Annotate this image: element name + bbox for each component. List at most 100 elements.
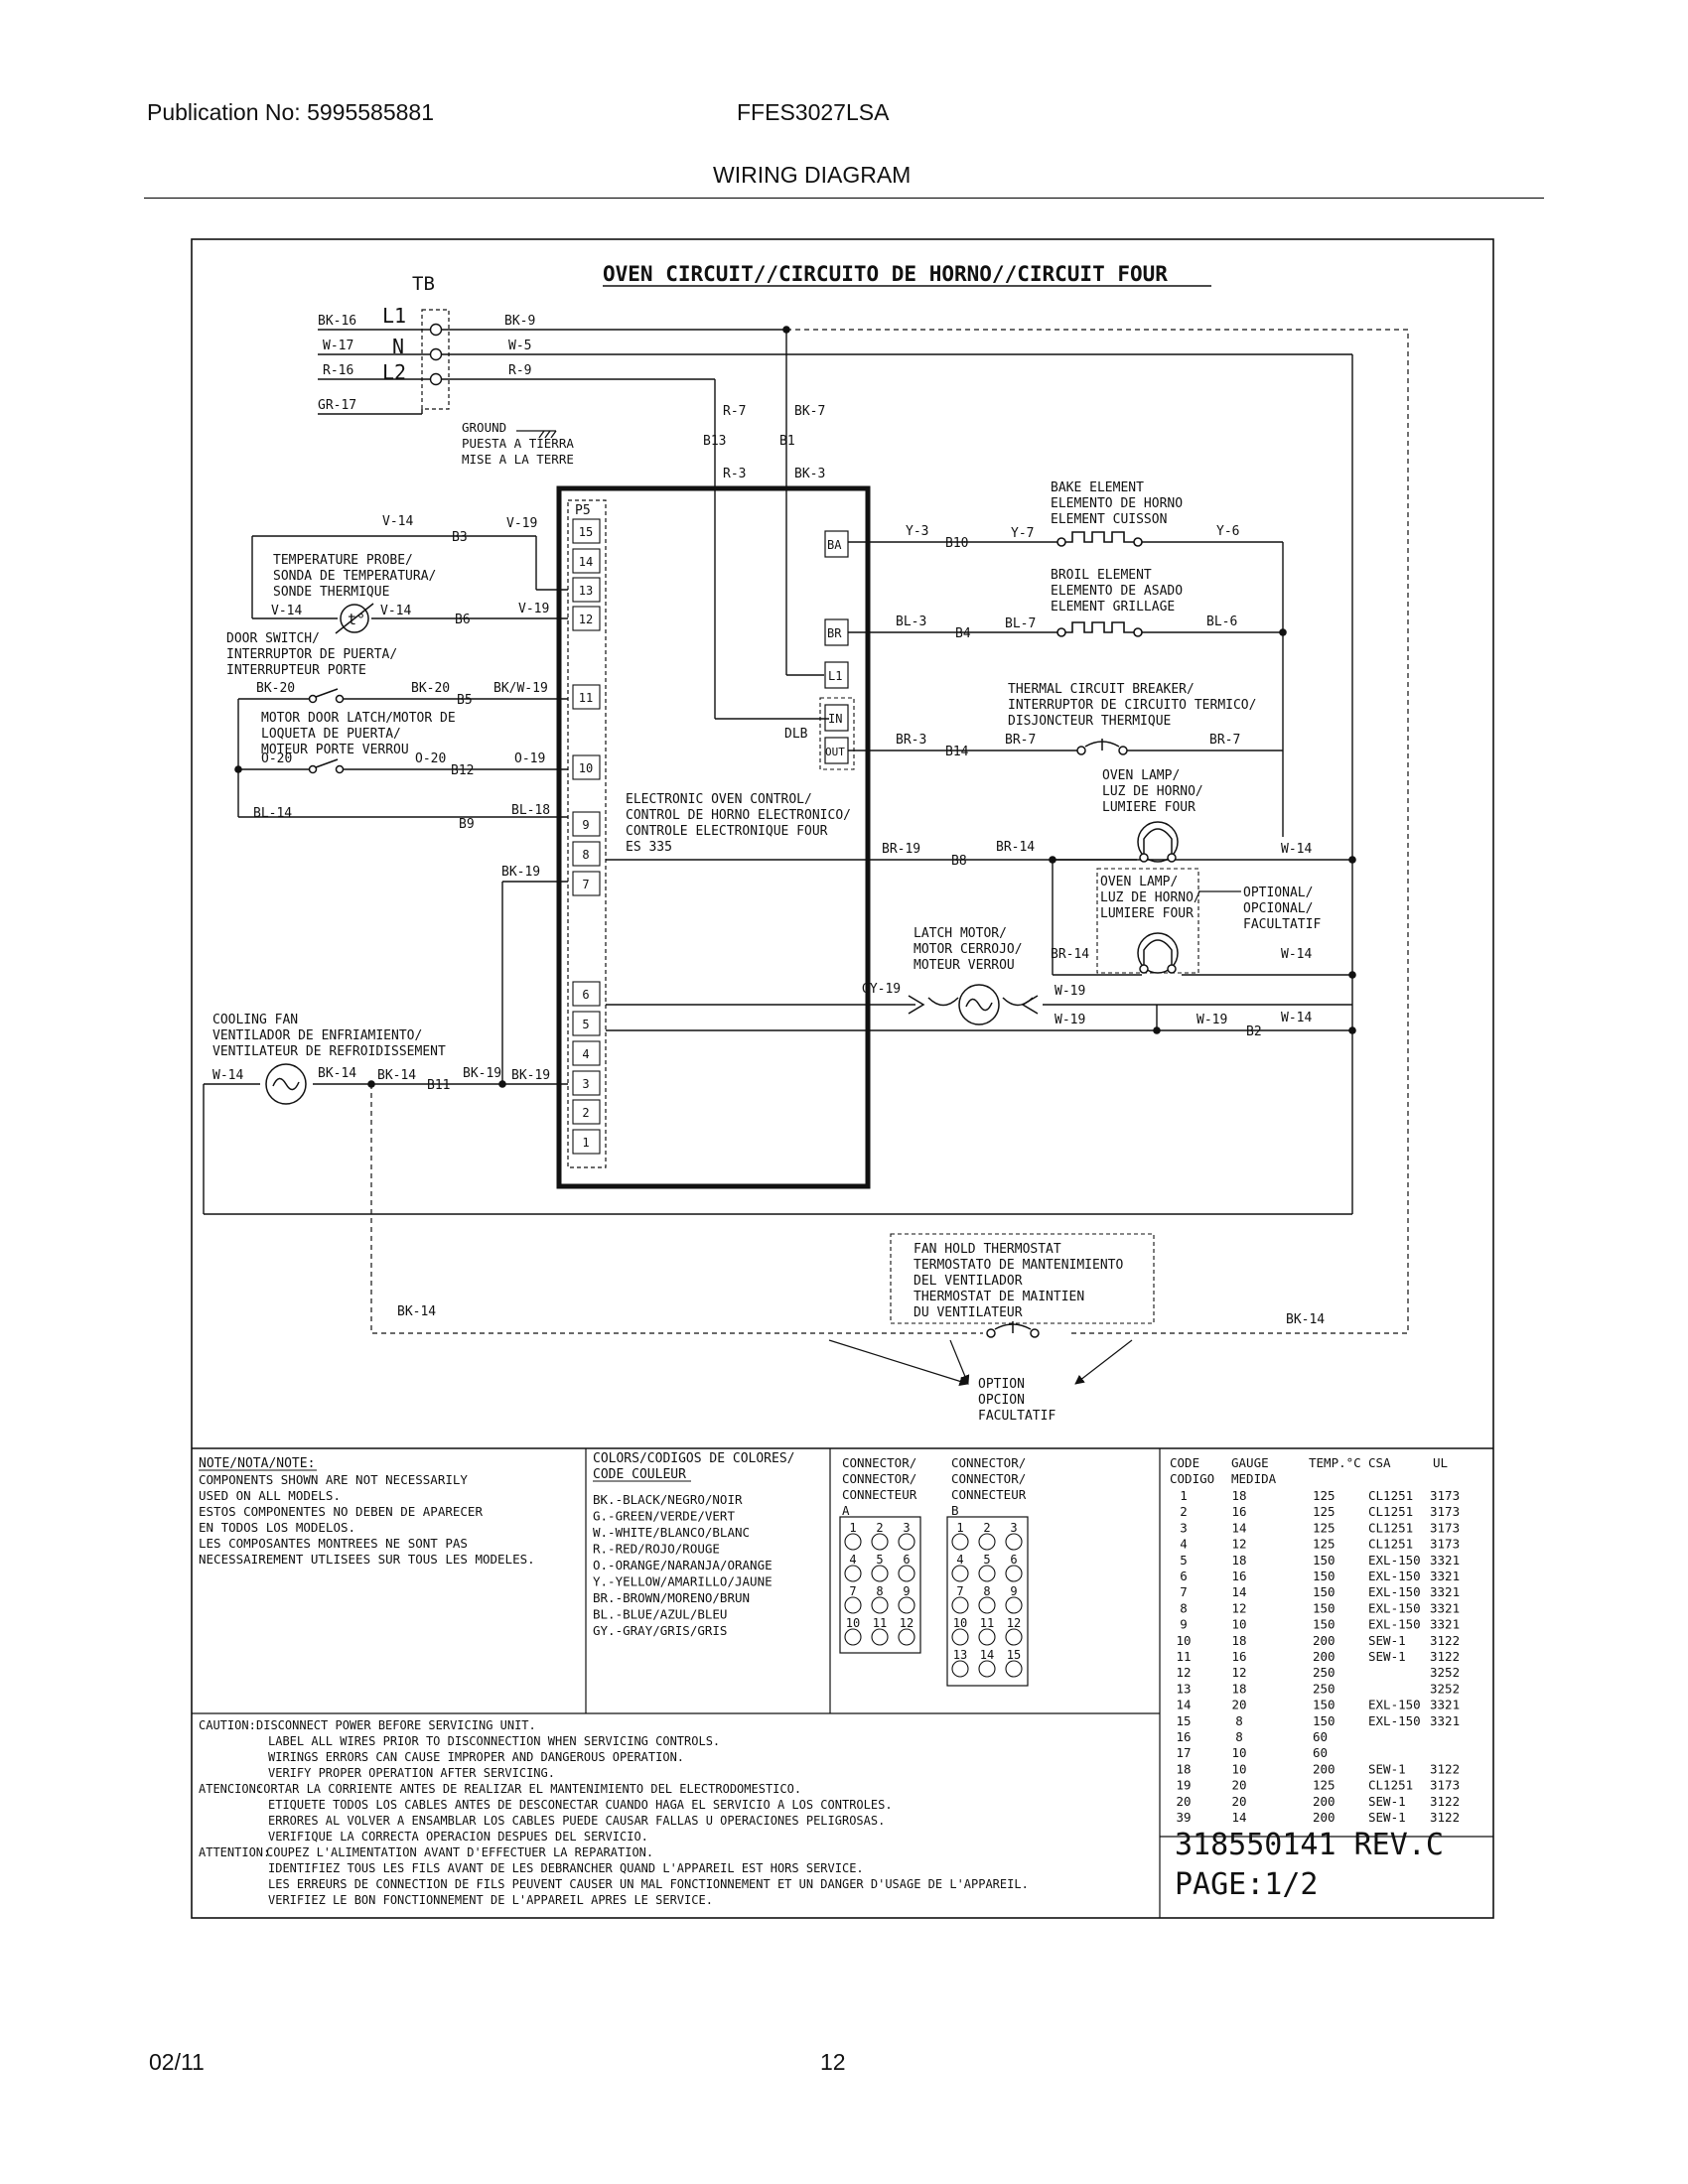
wire-b4: B4 bbox=[955, 626, 971, 641]
fan-hold-label-3: DEL VENTILADOR bbox=[914, 1274, 1023, 1289]
connector-b-label-2: CONNECTOR/ bbox=[951, 1471, 1026, 1486]
connector-b bbox=[946, 1516, 1029, 1687]
control-label-4: ES 335 bbox=[626, 840, 672, 855]
ground-label-fr: MISE A LA TERRE bbox=[462, 452, 574, 467]
p5-pin-box bbox=[572, 548, 601, 574]
gauge-cell: 16 bbox=[1231, 1649, 1246, 1664]
footer-page-number: 12 bbox=[820, 2049, 846, 2075]
wire-o20b: O-20 bbox=[415, 751, 446, 766]
p5-pin-box bbox=[572, 1099, 601, 1125]
gauge-cell: 250 bbox=[1313, 1681, 1336, 1696]
gauge-cell: 10 bbox=[1231, 1745, 1246, 1760]
connector-pin bbox=[951, 1565, 969, 1582]
gauge-cell: 3321 bbox=[1430, 1569, 1460, 1583]
wire-bl14: BL-14 bbox=[253, 806, 292, 821]
caution-tag: ATTENTION: bbox=[199, 1845, 270, 1859]
connector-pin bbox=[978, 1533, 996, 1551]
wire-bk14a: BK-14 bbox=[318, 1066, 356, 1081]
oven-lamp-label-3: LUMIERE FOUR bbox=[1102, 800, 1196, 815]
caution-tag: ATENCION: bbox=[199, 1782, 263, 1796]
note-line: ESTOS COMPONENTES NO DEBEN DE APARECER bbox=[199, 1504, 483, 1519]
connector-pin-number: 12 bbox=[900, 1616, 914, 1630]
note-line: LES COMPOSANTES MONTREES NE SONT PAS bbox=[199, 1536, 468, 1551]
oven-lamp-opt-label-1: OVEN LAMP/ bbox=[1100, 875, 1178, 889]
wire-b12: B12 bbox=[451, 763, 474, 778]
gauge-cell: 8 bbox=[1235, 1729, 1243, 1744]
wire-r3: R-3 bbox=[723, 467, 746, 481]
connector-pin bbox=[1005, 1660, 1023, 1678]
color-code: O.-ORANGE/NARANJA/ORANGE bbox=[593, 1558, 773, 1572]
footer-date: 02/11 bbox=[149, 2049, 205, 2075]
oven-lamp-label-1: OVEN LAMP/ bbox=[1102, 768, 1180, 783]
diagram-page: PAGE:1/2 bbox=[1175, 1867, 1319, 1902]
connector-pin-number: 4 bbox=[849, 1553, 856, 1567]
gauge-cell: EXL-150 bbox=[1368, 1617, 1421, 1632]
wire-bk7: BK-7 bbox=[794, 404, 825, 419]
junction-latch bbox=[1348, 1026, 1356, 1034]
relay-l1: L1 bbox=[828, 669, 842, 683]
caution-line: LABEL ALL WIRES PRIOR TO DISCONNECTION W… bbox=[268, 1734, 720, 1748]
gauge-cell: SEW-1 bbox=[1368, 1794, 1406, 1809]
connector-pin bbox=[1005, 1628, 1023, 1646]
connector-pin-number: 8 bbox=[983, 1584, 990, 1598]
gauge-cell: 18 bbox=[1231, 1681, 1246, 1696]
connector-pin-number: 12 bbox=[1007, 1616, 1021, 1630]
p5-pin-number: 7 bbox=[582, 878, 589, 891]
tb-terminal-n bbox=[429, 347, 443, 361]
wire-br3: BR-3 bbox=[896, 733, 926, 748]
wire-b11: B11 bbox=[427, 1078, 450, 1093]
connector-pin bbox=[898, 1596, 915, 1614]
wire-v19b: V-19 bbox=[518, 602, 549, 616]
p5-pin-number: 2 bbox=[582, 1106, 589, 1120]
part-number: 318550141 REV.C bbox=[1175, 1828, 1444, 1862]
connector-pin-number: 9 bbox=[1010, 1584, 1017, 1598]
gauge-cell: 3321 bbox=[1430, 1713, 1460, 1728]
connector-pin-number: 10 bbox=[953, 1616, 967, 1630]
connector-b-label-4: B bbox=[951, 1503, 959, 1518]
connector-pin bbox=[871, 1596, 889, 1614]
gauge-cell: EXL-150 bbox=[1368, 1553, 1421, 1568]
wire-dlb: DLB bbox=[784, 727, 808, 742]
connector-pin-number: 9 bbox=[903, 1584, 910, 1598]
wire-w14d: W-14 bbox=[212, 1068, 243, 1083]
gauge-cell: 3321 bbox=[1430, 1600, 1460, 1615]
connector-pin bbox=[978, 1660, 996, 1678]
bake-label-2: ELEMENTO DE HORNO bbox=[1051, 496, 1183, 511]
gauge-cell: 150 bbox=[1313, 1713, 1336, 1728]
gauge-cell: SEW-1 bbox=[1368, 1810, 1406, 1825]
tb-terminal-l2 bbox=[429, 372, 443, 386]
connector-pin bbox=[1005, 1565, 1023, 1582]
wire-bk20b: BK-20 bbox=[411, 681, 450, 696]
gauge-header: CODIGO bbox=[1170, 1471, 1214, 1486]
connector-pin-number: 7 bbox=[956, 1584, 963, 1598]
control-label-1: ELECTRONIC OVEN CONTROL/ bbox=[626, 792, 812, 807]
gauge-cell: SEW-1 bbox=[1368, 1761, 1406, 1776]
wire-bl6: BL-6 bbox=[1206, 614, 1237, 629]
note-line: EN TODOS LOS MODELOS. bbox=[199, 1520, 355, 1535]
connector-a bbox=[839, 1516, 921, 1654]
caution-tag: CAUTION: bbox=[199, 1718, 256, 1732]
p5-pin-box bbox=[572, 518, 601, 544]
cooling-fan-label-1: COOLING FAN bbox=[212, 1013, 298, 1027]
gauge-cell: 150 bbox=[1313, 1617, 1336, 1632]
gauge-cell: 12 bbox=[1231, 1665, 1246, 1680]
fan-hold-label-5: DU VENTILATEUR bbox=[914, 1305, 1023, 1320]
gauge-cell: 17 bbox=[1176, 1745, 1191, 1760]
door-latch-label-3: MOTEUR PORTE VERROU bbox=[261, 743, 409, 757]
bake-label-1: BAKE ELEMENT bbox=[1051, 480, 1144, 495]
gauge-cell: 16 bbox=[1176, 1729, 1191, 1744]
left-wires bbox=[203, 535, 568, 1215]
color-code: BL.-BLUE/AZUL/BLEU bbox=[593, 1607, 727, 1622]
connector-pin bbox=[844, 1596, 862, 1614]
wire-b2: B2 bbox=[1246, 1024, 1262, 1039]
caution-line: VERIFIQUE LA CORRECTA OPERACION DESPUES … bbox=[268, 1830, 648, 1843]
option-pointers bbox=[828, 1339, 1133, 1386]
gauge-cell: CL1251 bbox=[1368, 1504, 1413, 1519]
gauge-cell: 3173 bbox=[1430, 1488, 1460, 1503]
latch-motor-label-3: MOTEUR VERROU bbox=[914, 958, 1015, 973]
p5-pin-number: 1 bbox=[582, 1136, 589, 1150]
gauge-cell: 3321 bbox=[1430, 1698, 1460, 1712]
terminal-block bbox=[421, 309, 450, 410]
gauge-cell: 3173 bbox=[1430, 1778, 1460, 1793]
